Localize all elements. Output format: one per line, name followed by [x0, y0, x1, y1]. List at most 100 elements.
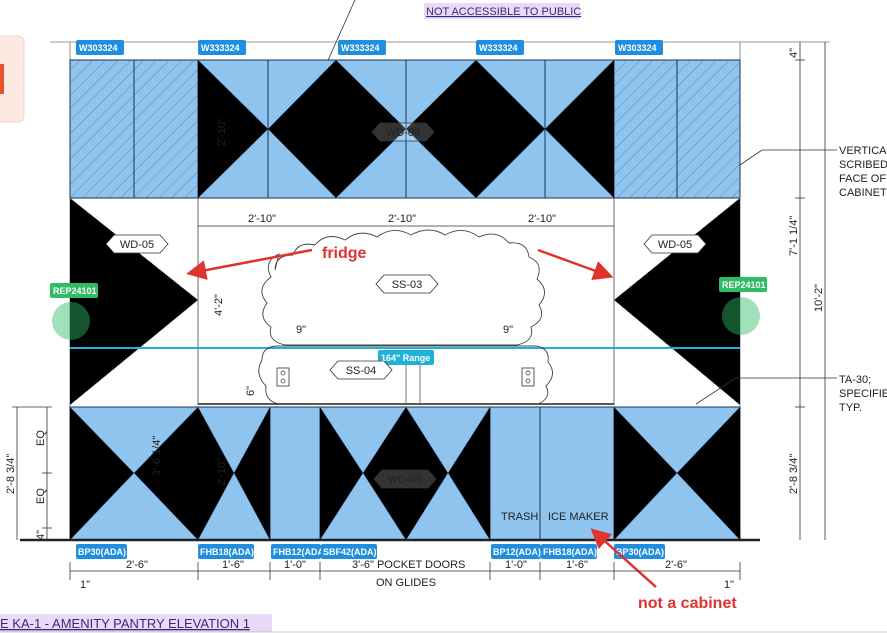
- dim-backsplash: 4'-2": [213, 294, 225, 316]
- backsplash-cloud: [261, 229, 545, 346]
- dim-left-2834: 2'-8 3/4": [5, 454, 17, 494]
- dim-lower-height: 2'-10": [216, 458, 228, 486]
- sheet-title: E KA-1 - AMENITY PANTRY ELEVATION 1: [0, 616, 250, 631]
- not-cabinet-annotation: not a cabinet: [638, 595, 737, 612]
- finish-counter-label: SS-04: [346, 365, 377, 377]
- header-note: NOT ACCESSIBLE TO PUBLIC: [426, 6, 581, 18]
- finish-tag-upper: [371, 122, 435, 142]
- dim-wall-b: 2'-10": [388, 213, 416, 225]
- ta-note-3: TYP.: [839, 402, 862, 414]
- finish-backsplash-label: SS-03: [392, 279, 423, 291]
- dim-right-2834: 2'-8 3/4": [788, 454, 800, 494]
- tag-lower-3-label: FHB12(ADA: [273, 547, 325, 557]
- lower-swing-lines: [69, 406, 741, 541]
- dim-bottom-1a: 1": [80, 579, 90, 591]
- tag-lower-1[interactable]: [76, 544, 127, 559]
- ta-note-1: TA-30;: [839, 374, 871, 386]
- dim-bottom-26a: 2'-6": [126, 559, 148, 571]
- finish-wall-left-label: WD-05: [120, 239, 154, 251]
- rep-tag-right[interactable]: [719, 277, 767, 292]
- dim-wall-c: 2'-10": [528, 213, 556, 225]
- thumbnail-mark: [0, 64, 4, 94]
- finish-tag-wall-left: [105, 234, 169, 254]
- tag-lower-6-label: FHB18(ADA): [543, 547, 597, 557]
- finish-tag-counter: [329, 360, 393, 380]
- tag-upper-4[interactable]: [476, 40, 524, 55]
- dim-eq-1: EQ: [35, 430, 47, 446]
- rep-tag-left-label: REP24101: [53, 286, 97, 296]
- upper-swing-lines: [197, 59, 615, 199]
- rep-tag-left[interactable]: [50, 283, 98, 298]
- dim-bottom-16b: 1'-6": [566, 559, 588, 571]
- dim-left-4: 4": [35, 530, 47, 540]
- ta-note-leader: [695, 377, 737, 405]
- ice-maker-label: ICE MAKER: [548, 511, 609, 523]
- right-dimensions: [795, 42, 826, 540]
- tag-lower-5-label: BP12(ADA): [493, 547, 541, 557]
- dim-six: 6": [245, 386, 257, 396]
- dim-3614: 3'-6 1/4": [151, 436, 163, 476]
- not-cabinet-arrow: [590, 528, 657, 588]
- dim-eq-2: EQ: [35, 488, 47, 504]
- tag-lower-4-label: SBF42(ADA): [323, 547, 377, 557]
- tag-upper-3[interactable]: [338, 40, 386, 55]
- tag-upper-5[interactable]: [615, 40, 663, 55]
- header-note-highlight: [424, 3, 580, 19]
- finish-wall-right-label: WD-05: [658, 239, 692, 251]
- vertical-note-1: VERTICA: [839, 145, 887, 157]
- fridge-annotation: fridge: [322, 245, 367, 262]
- finish-lower-label: WD-05: [388, 474, 422, 486]
- rep-marker-left: [52, 302, 90, 340]
- vertical-note-leader: [739, 149, 763, 166]
- tag-upper-2-label: W333324: [201, 43, 240, 53]
- tag-upper-1-label: W303324: [79, 43, 118, 53]
- dim-bottom-16a: 1'-6": [222, 559, 244, 571]
- trash-label: TRASH: [501, 511, 538, 523]
- dim-right-102: 10'-2": [813, 284, 825, 312]
- dim-bottom-26b: 2'-6": [665, 559, 687, 571]
- vertical-note-4: CABINET: [839, 187, 887, 199]
- dim-bottom-10a: 1'-0": [284, 559, 306, 571]
- finish-labels: WD-05 WD-05 WD-05 SS-03 SS-04 WD-05: [105, 122, 707, 489]
- bottom-dim-line: [69, 562, 741, 580]
- dim-upper-height: 2'-10": [216, 118, 228, 146]
- tag-upper-2[interactable]: [198, 40, 246, 55]
- finish-tag-wall-right: [643, 234, 707, 254]
- lower-tags: BP30(ADA) FHB18(ADA) FHB12(ADA SBF42(ADA…: [76, 544, 665, 559]
- finish-tag-backsplash: [375, 274, 439, 294]
- tag-upper-1[interactable]: [76, 40, 124, 55]
- outlet-right: [521, 367, 535, 387]
- rep-marker-right: [722, 297, 760, 335]
- dim-outlet-left: 9": [296, 324, 306, 336]
- left-dimensions: [12, 406, 52, 540]
- tag-lower-2[interactable]: [198, 544, 254, 559]
- range-tag-label: 164" Range: [381, 353, 430, 363]
- finish-upper-label: WD-05: [386, 127, 420, 139]
- tag-lower-5[interactable]: [491, 544, 541, 559]
- tag-lower-6[interactable]: [541, 544, 597, 559]
- ta-note-2: SPECIFIE: [839, 388, 887, 400]
- tag-lower-2-label: FHB18(ADA): [200, 547, 254, 557]
- outlet-left: [276, 367, 290, 387]
- fridge-arrow-right: [537, 248, 614, 280]
- fridge-arrow-left: [186, 248, 313, 280]
- tag-lower-7[interactable]: [614, 544, 665, 559]
- wall-diagonals: [69, 197, 741, 406]
- dim-bottom-36: 3'-6" POCKET DOORS: [352, 559, 465, 571]
- dim-bottom-36b: ON GLIDES: [376, 577, 436, 589]
- tag-lower-7-label: BP30(ADA): [616, 547, 664, 557]
- range-tag[interactable]: [378, 350, 434, 365]
- dim-outlet-right: 9": [503, 324, 513, 336]
- tag-lower-1-label: BP30(ADA): [78, 547, 126, 557]
- tag-lower-3[interactable]: [271, 544, 321, 559]
- rep-tag-right-label: REP24101: [722, 280, 766, 290]
- side-thumbnail[interactable]: [0, 35, 25, 123]
- finish-tag-lower: [373, 469, 437, 489]
- tag-lower-4[interactable]: [321, 544, 377, 559]
- tag-upper-3-label: W333324: [341, 43, 380, 53]
- title-highlight: [0, 614, 272, 632]
- dim-bottom-10b: 1'-0": [505, 559, 527, 571]
- upper-tags: W303324 W333324 W333324 W333324 W303324: [76, 40, 663, 55]
- vertical-note-2: SCRIBED: [839, 159, 887, 171]
